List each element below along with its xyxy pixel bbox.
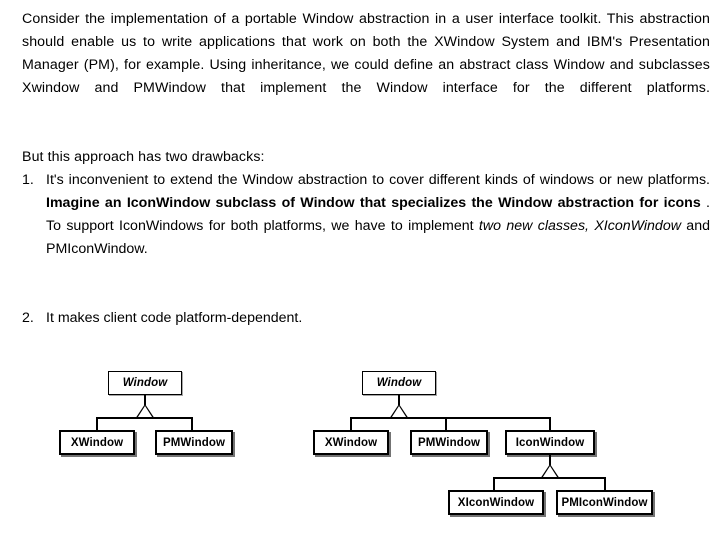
uml-edge-bus	[96, 417, 193, 419]
list-item: 1. It's inconvenient to extend the Windo…	[22, 169, 710, 284]
item1-run-5: and PMIconWindow.	[46, 218, 710, 257]
list-marker-1: 1.	[22, 172, 34, 188]
item1-run-2-bold: Imagine an IconWindow subclass of Window…	[46, 195, 707, 211]
uml-node-window[interactable]: Window	[108, 371, 182, 395]
item2-run-1: It makes client code platform-dependent.	[46, 310, 303, 326]
list-marker-2: 2.	[22, 310, 34, 326]
uml-edge-bus	[350, 417, 551, 419]
drawbacks-lead-in: But this approach has two drawbacks:	[22, 149, 265, 165]
uml-node-xwindow[interactable]: XWindow	[59, 430, 135, 455]
uml-edge-drop-pmiconwindow	[604, 477, 606, 490]
uml-edge-bus-icon	[493, 477, 606, 479]
uml-edge-drop-pmwindow	[191, 417, 193, 430]
item1-run-4-italic: two new classes, XIconWindow	[478, 218, 681, 234]
uml-edge-stem-window	[398, 395, 400, 405]
uml-edge-drop-pmwindow	[445, 417, 447, 430]
diagram-left-window-hierarchy: Window XWindow PMWindow	[0, 0, 300, 540]
uml-edge-drop-xwindow	[350, 417, 352, 430]
list-item-2-body: It makes client code platform-dependent.	[46, 307, 710, 330]
intro-paragraph: Consider the implementation of a portabl…	[22, 11, 710, 96]
uml-node-window[interactable]: Window	[362, 371, 436, 395]
item1-run-3: . To support IconWindows for both platfo…	[46, 195, 710, 234]
uml-node-pmiconwindow[interactable]: PMIconWindow	[556, 490, 653, 515]
uml-generalization-triangle-fill	[390, 406, 408, 420]
uml-node-pmwindow[interactable]: PMWindow	[155, 430, 233, 455]
uml-node-xwindow[interactable]: XWindow	[313, 430, 389, 455]
diagram-right-icon-window-hierarchy: Window XWindow PMWindow IconWindow XIcon…	[300, 0, 720, 540]
uml-node-iconwindow[interactable]: IconWindow	[505, 430, 595, 455]
uml-edge-stem-iconwindow	[549, 455, 551, 465]
uml-edge-drop-iconwindow	[549, 417, 551, 430]
uml-node-xiconwindow[interactable]: XIconWindow	[448, 490, 544, 515]
uml-generalization-triangle-icon-fill	[541, 466, 559, 480]
list-item-1-body: It's inconvenient to extend the Window a…	[46, 169, 710, 284]
item1-run-1: It's inconvenient to extend the Window a…	[46, 172, 710, 188]
uml-node-pmwindow[interactable]: PMWindow	[410, 430, 488, 455]
uml-edge-drop-xiconwindow	[493, 477, 495, 490]
uml-generalization-triangle-fill	[136, 406, 154, 420]
list-item: 2. It makes client code platform-depende…	[22, 307, 710, 330]
uml-edge-stem-window	[144, 395, 146, 405]
uml-edge-drop-xwindow	[96, 417, 98, 430]
slide-body-text: Consider the implementation of a portabl…	[22, 8, 710, 330]
